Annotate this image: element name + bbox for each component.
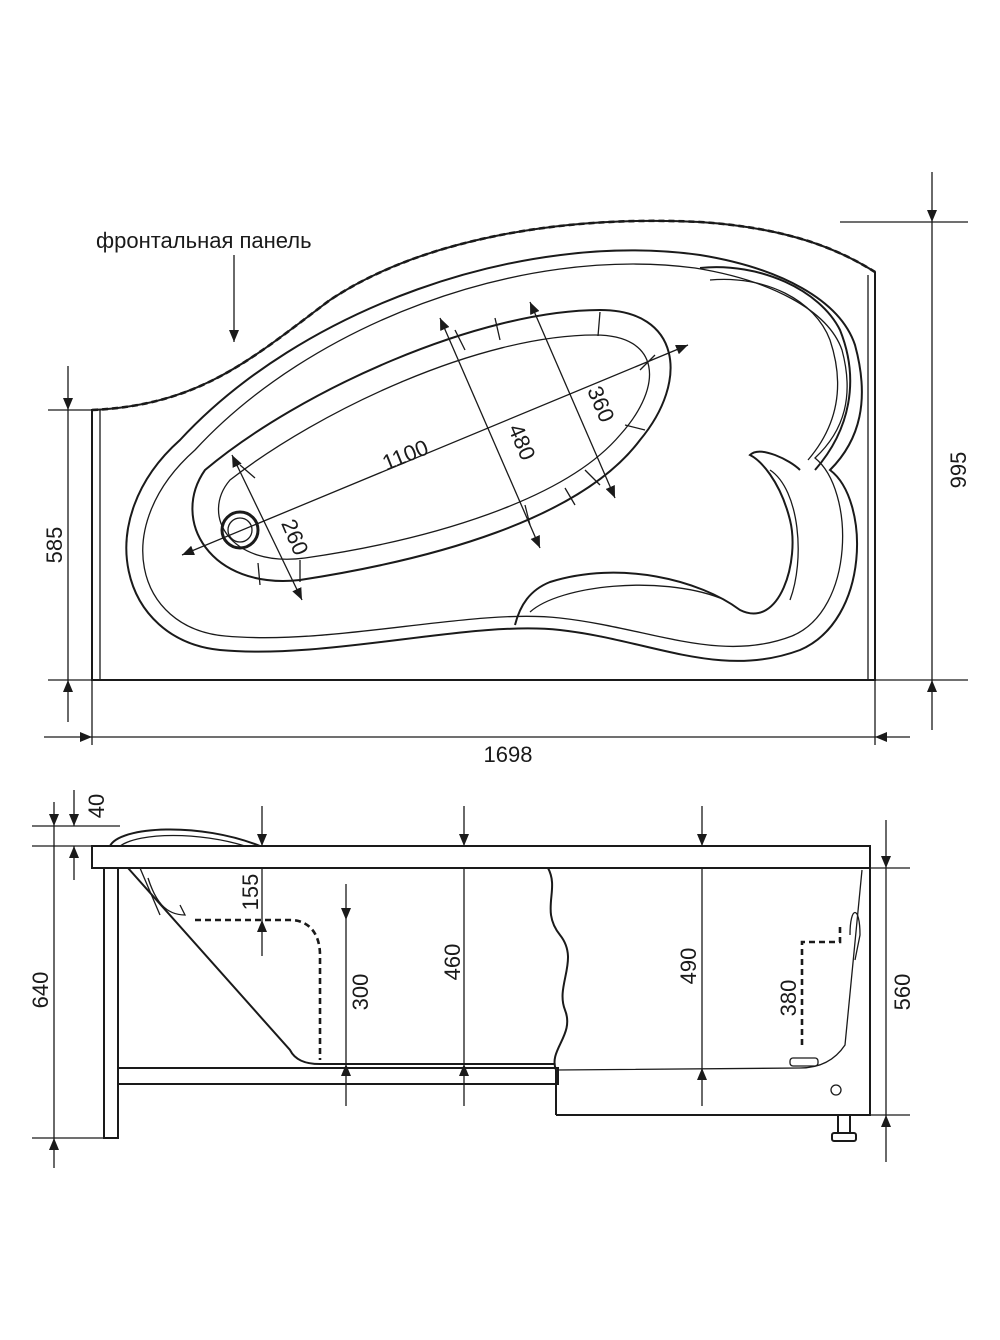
headrest-side: [109, 828, 261, 847]
top-view: 1100 480 360 260 фронтальная панель 585 …: [42, 172, 971, 767]
dim-left-depth: 585: [42, 527, 67, 564]
dim-depth-max: 490: [676, 948, 701, 985]
basin-inner-rim: [142, 263, 848, 648]
dim-total-width: 1698: [484, 742, 533, 767]
headrest: [699, 266, 852, 471]
dim-body-height: 560: [890, 974, 915, 1011]
dim-total-height: 640: [28, 972, 53, 1009]
dim-drain-end: 260: [276, 515, 313, 559]
break-line: [547, 867, 570, 1115]
overflow: [789, 1057, 819, 1067]
side-view: 40 640 155 300 460 490 380: [28, 790, 915, 1168]
floor-frame: [117, 1067, 559, 1085]
adjustable-foot: [837, 1114, 851, 1134]
dim-depth-mid: 460: [440, 944, 465, 981]
dim-seat: 300: [348, 974, 373, 1011]
tub-outline-top: [91, 219, 876, 681]
left-support: [103, 867, 119, 1139]
dim-inner-width-end: 360: [582, 382, 619, 426]
dim-inner-width-mid: 480: [503, 420, 540, 464]
dim-rim: 40: [84, 794, 109, 818]
dim-head-rest: 155: [238, 874, 263, 911]
dim-inner-length: 1100: [379, 435, 432, 476]
tub-body-side: [127, 867, 555, 1065]
basin-floor-outer: [191, 308, 672, 582]
front-panel-label: фронтальная панель: [96, 228, 312, 253]
tub-rim-side: [91, 845, 871, 869]
seat-area: [514, 450, 801, 626]
dim-overflow: 380: [776, 980, 801, 1017]
tub-body-right: [556, 868, 871, 1116]
dim-total-depth: 995: [946, 452, 971, 489]
basin-outer-rim: [125, 249, 863, 662]
